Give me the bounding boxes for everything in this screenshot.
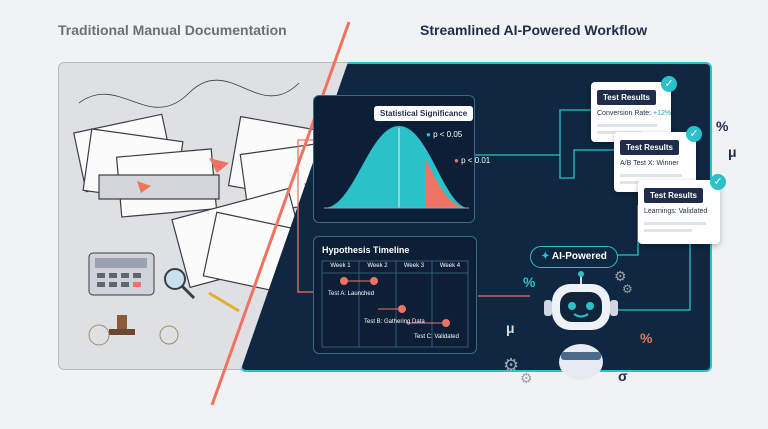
timeline-title: Hypothesis Timeline [322,245,410,255]
mu-symbol: μ [506,320,515,336]
gear-icon: ⚙ [622,282,633,296]
check-icon: ✓ [710,174,726,190]
week-4-label: Week 4 [439,263,461,269]
robot-icon [544,271,618,380]
check-icon: ✓ [661,76,677,92]
magnifier-icon [164,268,196,300]
week-1-label: Week 1 [330,263,351,269]
percent-symbol: % [640,330,653,346]
result-line: A/B Test X: Winner [620,160,679,167]
check-icon: ● [454,156,459,165]
gear-icon: ⚙ [503,355,520,375]
check-icon: ✓ [686,126,702,142]
timeline-grid [321,260,469,348]
stat-title: Statistical Significance [374,106,474,121]
right-heading: Streamlined AI-Powered Workflow [420,22,648,38]
sparkle-icon: ✦ [541,251,550,262]
percent-symbol: % [523,274,536,290]
result-card-learnings: Test Results Learnings: Validated ✓ [638,174,726,244]
bell-curve-chart [324,126,469,209]
left-heading: Traditional Manual Documentation [58,22,287,38]
p01-label: ● p < 0.01 [454,156,491,165]
calculator-icon [88,252,155,296]
hypothesis-timeline-panel: Hypothesis Timeline Week 1 Week 2 Week 3… [313,236,477,354]
mu-symbol: μ [728,144,737,160]
test-c-label: Test C: Validated [414,334,459,340]
week-2-label: Week 2 [367,263,388,269]
check-icon: ● [426,130,431,139]
gear-icon: ⚙ [614,268,627,284]
test-a-label: Test A: Launched [328,291,375,297]
p05-label: ● p < 0.05 [426,130,463,139]
result-tag: Test Results [620,140,679,155]
statistical-significance-panel: Statistical Significance ● p < 0.05 ● p … [313,95,490,223]
test-b-label: Test B: Gathering Data [364,319,425,325]
week-3-label: Week 3 [403,263,425,269]
result-line: Conversion Rate: +12% [597,110,672,117]
ai-powered-badge: ✦ AI-Powered [530,246,618,268]
result-tag: Test Results [597,90,656,105]
stamp-icon [109,315,135,335]
gear-icon: ⚙ [520,370,533,386]
result-tag: Test Results [644,188,703,203]
sigma-symbol: σ [618,368,628,384]
result-line: Learnings: Validated [644,208,708,215]
percent-symbol: % [716,118,729,134]
